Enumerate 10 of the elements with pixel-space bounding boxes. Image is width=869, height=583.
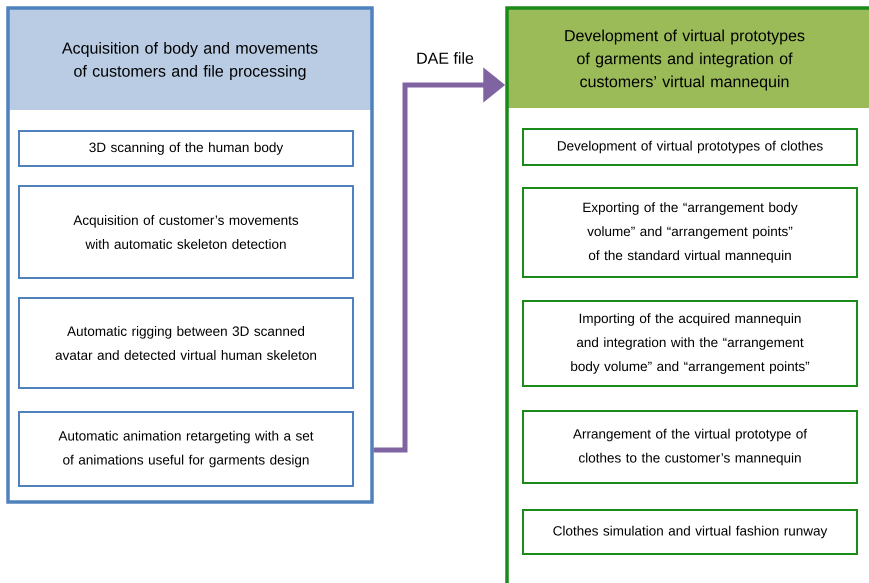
process-box: 3D scanning of the human body	[18, 130, 354, 167]
process-box: Importing of the acquired mannequin and integration with the “arrangement body volume” and “arrangement points”	[522, 300, 858, 387]
process-box: Automatic animation retargeting with a set of animations useful for garments design	[18, 411, 354, 487]
edge-label: DAE file	[417, 52, 474, 64]
process-box: Development of virtual prototypes of clothes	[522, 128, 858, 166]
process-box: Automatic rigging between 3D scanned avatar and detected virtual human skeleton	[18, 297, 354, 389]
process-box: Exporting of the “arrangement body volume” and “arrangement points” of the standard virtual mannequin	[522, 187, 858, 278]
process-box: Arrangement of the virtual prototype of clothes to the customer’s mannequin	[522, 410, 858, 484]
process-box: Acquisition of customer’s movements with automatic skeleton detection	[18, 185, 354, 279]
process-box: Clothes simulation and virtual fashion runway	[522, 509, 858, 555]
